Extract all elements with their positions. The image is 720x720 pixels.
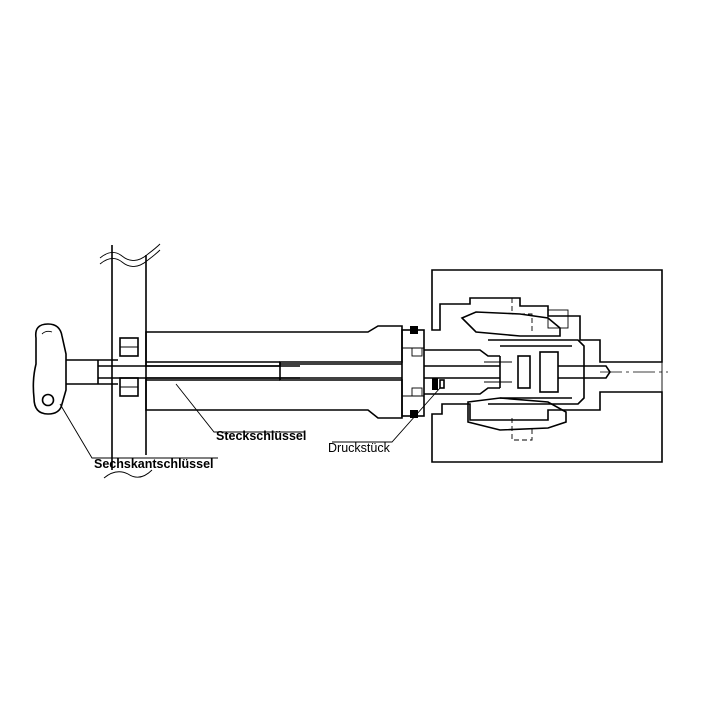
handle-hole-icon <box>41 393 55 407</box>
leader-lines <box>59 383 441 459</box>
label-socket-wrench: Steckschlüssel <box>216 429 306 443</box>
hex-key <box>32 323 300 415</box>
clamping-nut <box>460 309 611 431</box>
vertical-shaft <box>99 243 161 479</box>
spindle <box>424 349 501 395</box>
socket-wrench-body <box>145 325 425 419</box>
label-thrust-piece: Druckstück <box>328 441 391 455</box>
label-hex-key: Sechskantschlüssel <box>94 457 214 471</box>
